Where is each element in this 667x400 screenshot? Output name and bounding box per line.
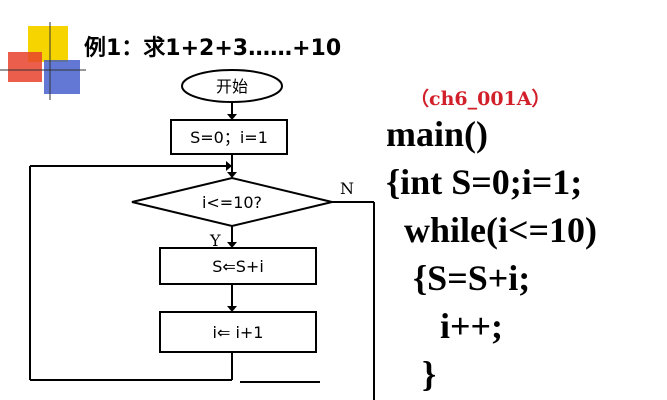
flowchart: 开始 S=0；i=1 i<=10? N Y S⇐S+i i⇐ i+1 [29,69,375,400]
condition-label: i<=10? [202,193,262,212]
program-tag: （ch6_001A） [410,88,551,110]
start-label: 开始 [216,77,248,96]
init-label: S=0；i=1 [190,128,268,147]
code-line: {S=S+i; [386,258,531,298]
arrowhead [227,172,237,178]
yes-label: Y [209,231,221,250]
code-line: } [386,354,437,394]
code-line: {int S=0;i=1; [386,162,583,202]
body2-label: i⇐ i+1 [213,323,264,342]
code-line: main() [386,114,488,154]
arrowhead [227,306,237,312]
init-node [170,119,288,155]
code-line: i++; [386,306,504,346]
body1-label: S⇐S+i [212,257,264,276]
arrowhead [227,242,237,248]
deco-red-square [8,52,42,82]
arrowhead [226,161,232,171]
deco-blue-square [44,60,80,94]
no-label: N [340,179,354,198]
body2-node [159,311,317,353]
corner-decoration [0,22,86,100]
arrowhead [227,114,237,120]
code-block: main() {int S=0;i=1; while(i<=10) {S=S+i… [386,110,597,398]
page-title: 例1：求1+2+3……+10 [84,36,342,61]
code-line: while(i<=10) [386,210,598,250]
body1-node [159,247,317,285]
